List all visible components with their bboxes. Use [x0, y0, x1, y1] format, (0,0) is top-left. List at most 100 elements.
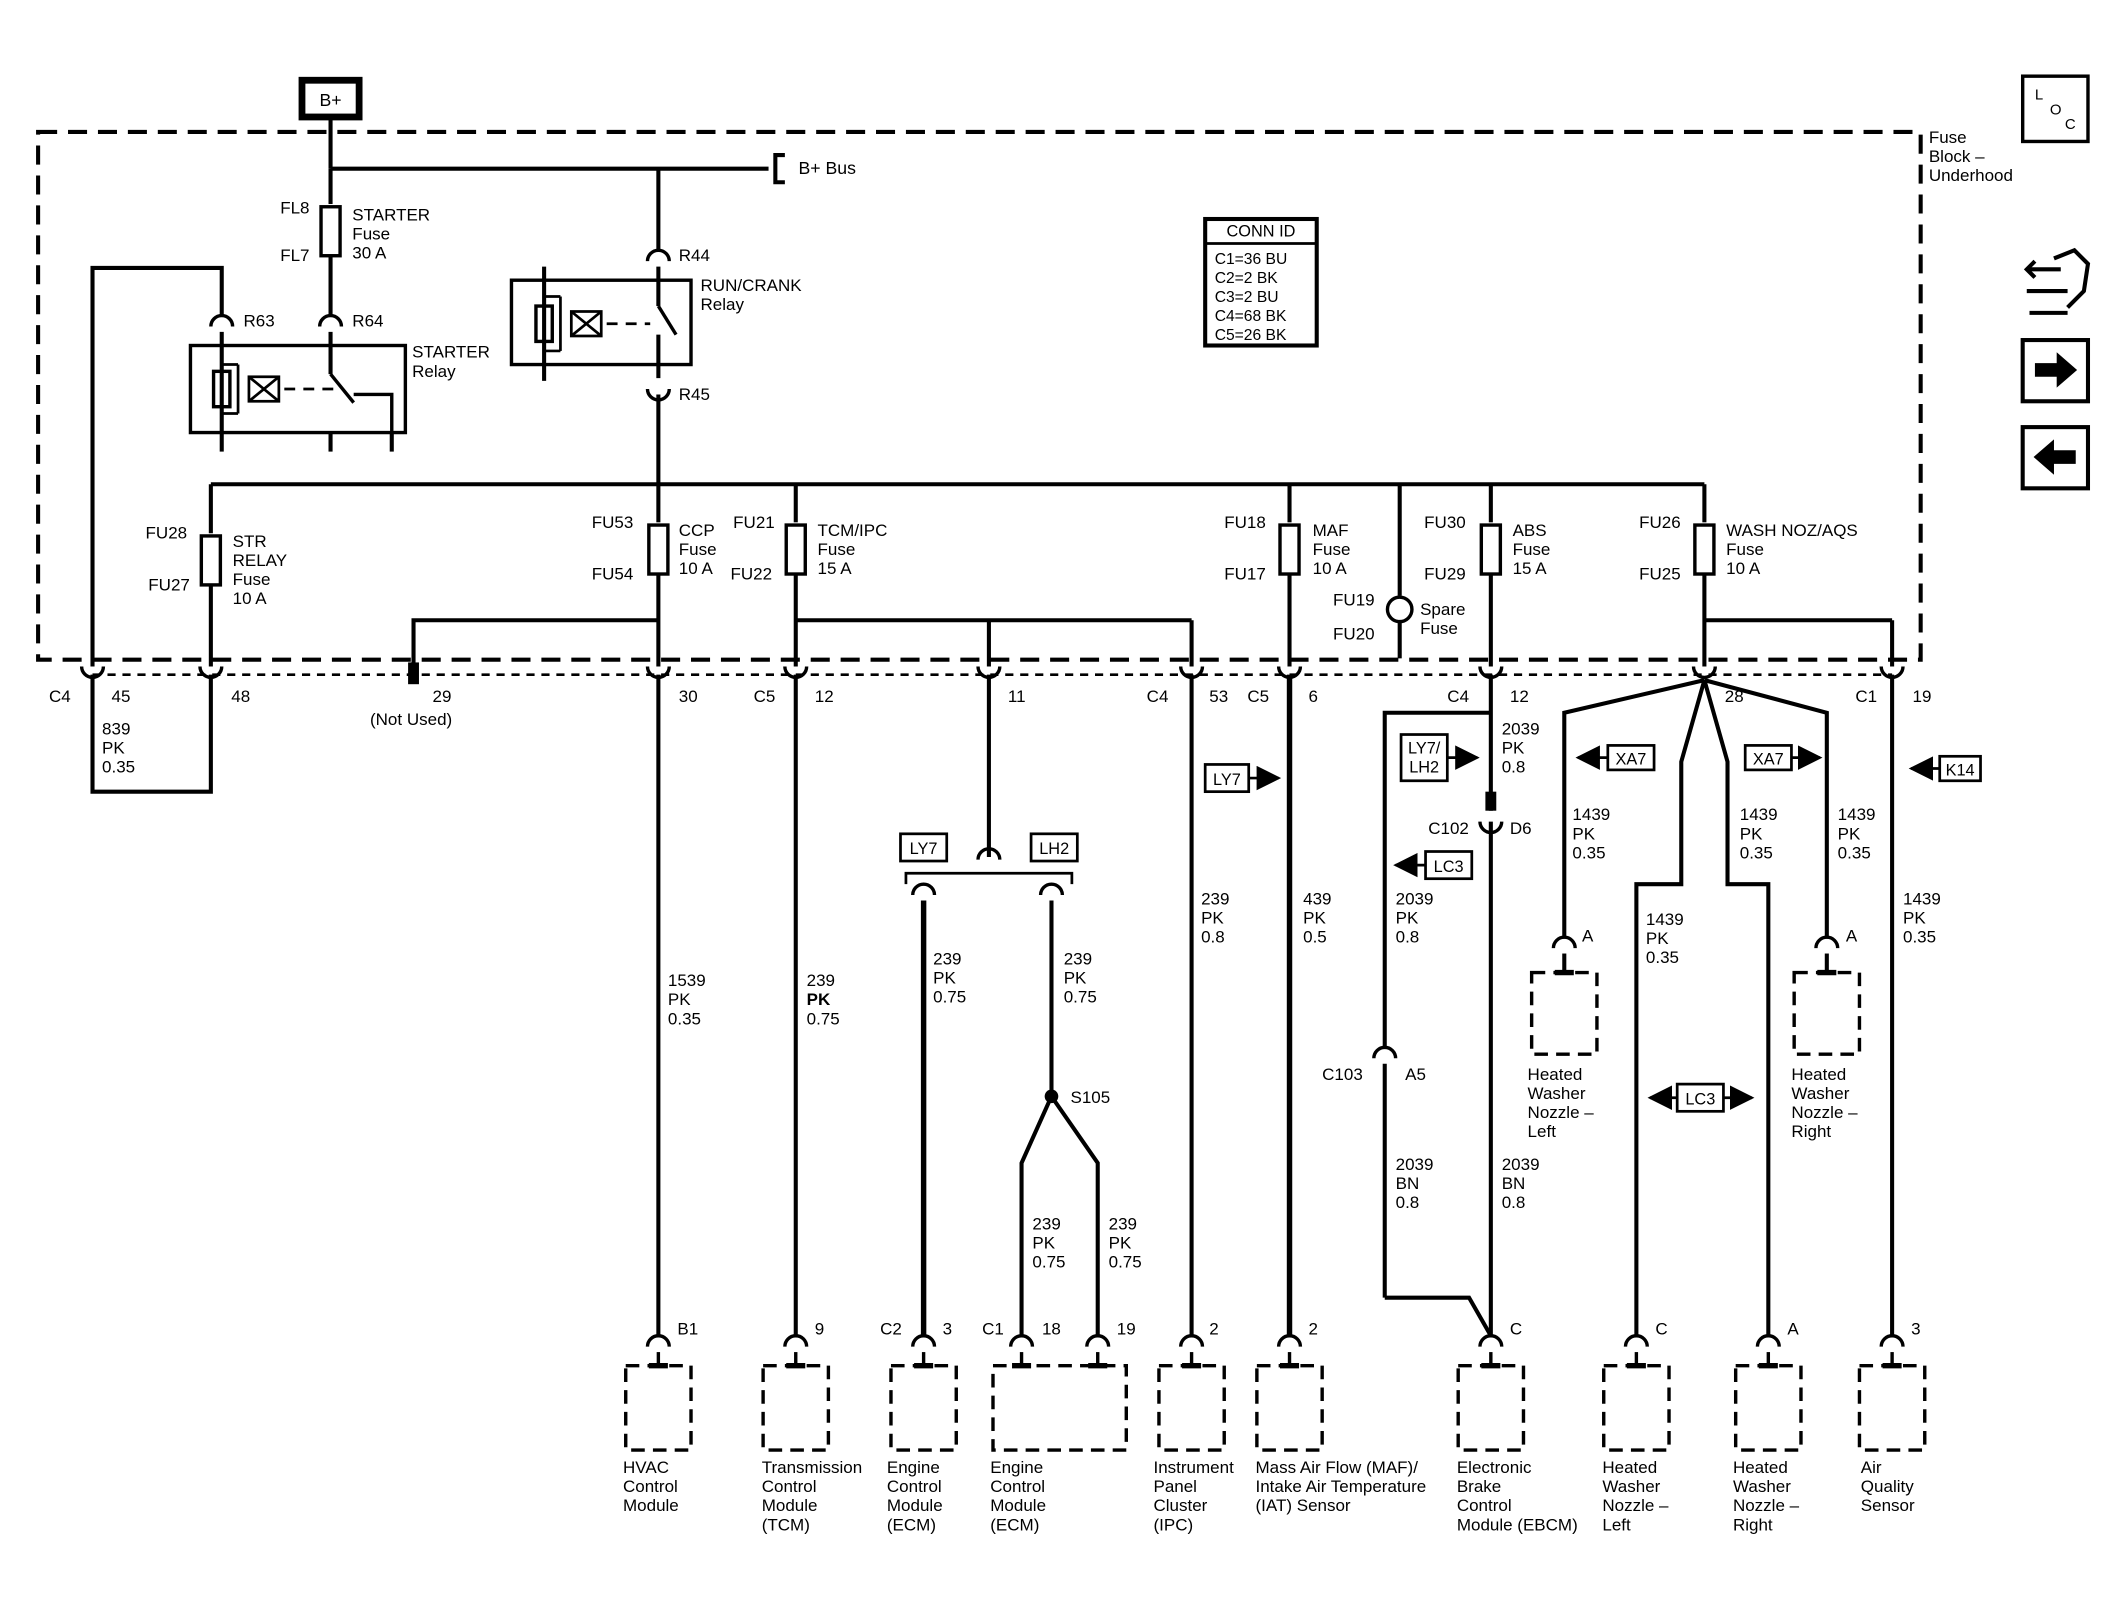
- diagram-label: 19: [1117, 1319, 1136, 1338]
- loc-icon[interactable]: L O C: [2020, 74, 2090, 144]
- diagram-label: Air: [1861, 1458, 1882, 1477]
- diagram-label: Heated: [1602, 1458, 1657, 1477]
- diagram-label: STR: [233, 532, 267, 551]
- tag-xa7-left: XA7: [1575, 744, 1656, 772]
- diagram-label: PK: [1572, 824, 1595, 843]
- fuse-str-relay-symbol: [199, 534, 223, 587]
- fuse-starter-symbol: [319, 205, 342, 258]
- diagram-label: Control: [887, 1477, 942, 1496]
- diagram-label: 2039: [1396, 890, 1434, 909]
- diagram-label: Quality: [1861, 1477, 1914, 1496]
- diagram-label: Relay: [412, 362, 456, 381]
- diagram-label: 45: [112, 687, 131, 706]
- diagram-label: Module: [990, 1496, 1046, 1515]
- tag-k14: K14: [1908, 754, 1982, 783]
- diagram-label: C3=2 BU: [1215, 289, 1279, 306]
- diagram-label: D6: [1510, 819, 1532, 838]
- diagram-label: (ECM): [990, 1515, 1039, 1534]
- diagram-label: (Not Used): [370, 710, 452, 729]
- diagram-label: PK: [1303, 909, 1326, 928]
- diagram-label: A: [1582, 926, 1594, 945]
- arrow-left-icon[interactable]: [2020, 425, 2091, 491]
- diagram-label: FU18: [1224, 513, 1266, 532]
- diagram-label: PK: [1109, 1234, 1132, 1253]
- diagram-label: C4: [49, 687, 71, 706]
- diagram-label: Left: [1602, 1515, 1631, 1534]
- fuse-tcm-ipc-symbol: [784, 523, 807, 576]
- fuse-block-outline: [36, 129, 1923, 662]
- diagram-label: 10 A: [679, 559, 714, 578]
- arrow-right-icon[interactable]: [2020, 338, 2091, 404]
- diagram-label: Cluster: [1153, 1496, 1207, 1515]
- diagram-label: C1=36 BU: [1215, 251, 1288, 268]
- fuse-ccp-symbol: [647, 523, 670, 576]
- inline-labels: C102 D6 C103 A5 S105 A A: [1071, 819, 1858, 1107]
- diagram-label: PK: [1396, 909, 1419, 928]
- diagram-label: LY7/: [1408, 740, 1441, 758]
- diagram-label: RELAY: [233, 551, 288, 570]
- tag-ly7-lh2: LY7/LH2: [1399, 733, 1480, 783]
- diagram-label: C4=68 BK: [1215, 308, 1287, 325]
- diagram-label: PK: [933, 968, 956, 987]
- diagram-label: 6: [1309, 687, 1318, 706]
- diagram-label: LY7: [910, 840, 938, 858]
- diagram-label: 0.35: [1572, 843, 1605, 862]
- diagram-label: C: [2065, 116, 2076, 133]
- diagram-label: L: [2035, 86, 2043, 103]
- diagram-label: LY7: [1213, 771, 1241, 789]
- diagram-label: FU19: [1333, 590, 1375, 609]
- diagram-label: S105: [1071, 1088, 1111, 1107]
- diagram-label: RUN/CRANK: [701, 276, 803, 295]
- tag-lc3-a: LC3: [1393, 850, 1474, 881]
- diagram-label: Nozzle –: [1733, 1496, 1800, 1515]
- diagram-label: 1439: [1646, 910, 1684, 929]
- diagram-label: Heated: [1733, 1458, 1788, 1477]
- harness-icon[interactable]: [2023, 247, 2091, 315]
- diagram-label: LC3: [1434, 858, 1464, 876]
- fuse-labels: FL8 FL7 STARTER Fuse 30 A FU28 FU27 STR …: [146, 199, 1858, 644]
- diagram-label: Instrument: [1153, 1458, 1234, 1477]
- diagram-label: A: [1846, 926, 1858, 945]
- diagram-label: Fuse: [1726, 540, 1764, 559]
- bplus-box: [298, 76, 363, 121]
- diagram-label: (IAT) Sensor: [1256, 1496, 1351, 1515]
- fuse-maf-symbol: [1278, 523, 1301, 576]
- diagram-label: 239: [933, 949, 961, 968]
- nozzle-mid-labels: Heated Washer Nozzle – Left Heated Washe…: [1528, 1065, 1859, 1141]
- diagram-label: 0.75: [1064, 987, 1097, 1006]
- run-crank-relay-symbol: [509, 278, 693, 367]
- diagram-label: 0.35: [102, 758, 135, 777]
- diagram-label: (TCM): [762, 1515, 810, 1534]
- diagram-label: 0.8: [1396, 1193, 1420, 1212]
- module-connectors: [624, 1334, 1927, 1452]
- diagram-label: 239: [807, 971, 835, 990]
- diagram-label: FU21: [733, 513, 775, 532]
- diagram-label: (IPC): [1153, 1515, 1193, 1534]
- diagram-label: 15 A: [1513, 559, 1548, 578]
- diagram-label: 53: [1209, 687, 1228, 706]
- diagram-label: WASH NOZ/AQS: [1726, 521, 1858, 540]
- diagram-label: XA7: [1753, 750, 1784, 768]
- diagram-label: FU54: [592, 564, 634, 583]
- diagram-label: 239: [1201, 890, 1229, 909]
- diagram-label: FU22: [730, 564, 772, 583]
- diagram-label: 30: [679, 687, 698, 706]
- diagram-label: Right: [1791, 1122, 1831, 1141]
- diagram-label: 439: [1303, 890, 1331, 909]
- diagram-label: Sensor: [1861, 1496, 1915, 1515]
- diagram-label: Underhood: [1929, 166, 2013, 185]
- diagram-label: 18: [1042, 1319, 1061, 1338]
- diagram-label: 0.35: [1903, 928, 1936, 947]
- diagram-label: PK: [1646, 929, 1669, 948]
- diagram-label: Fuse: [352, 224, 390, 243]
- diagram-label: Heated: [1528, 1065, 1583, 1084]
- diagram-label: 0.8: [1396, 928, 1420, 947]
- diagram-label: PK: [1740, 824, 1763, 843]
- connector-labels: C4 45 48 29 (Not Used) 30 C5 12 11 C4 53…: [49, 687, 1931, 729]
- diagram-label: 9: [815, 1319, 824, 1338]
